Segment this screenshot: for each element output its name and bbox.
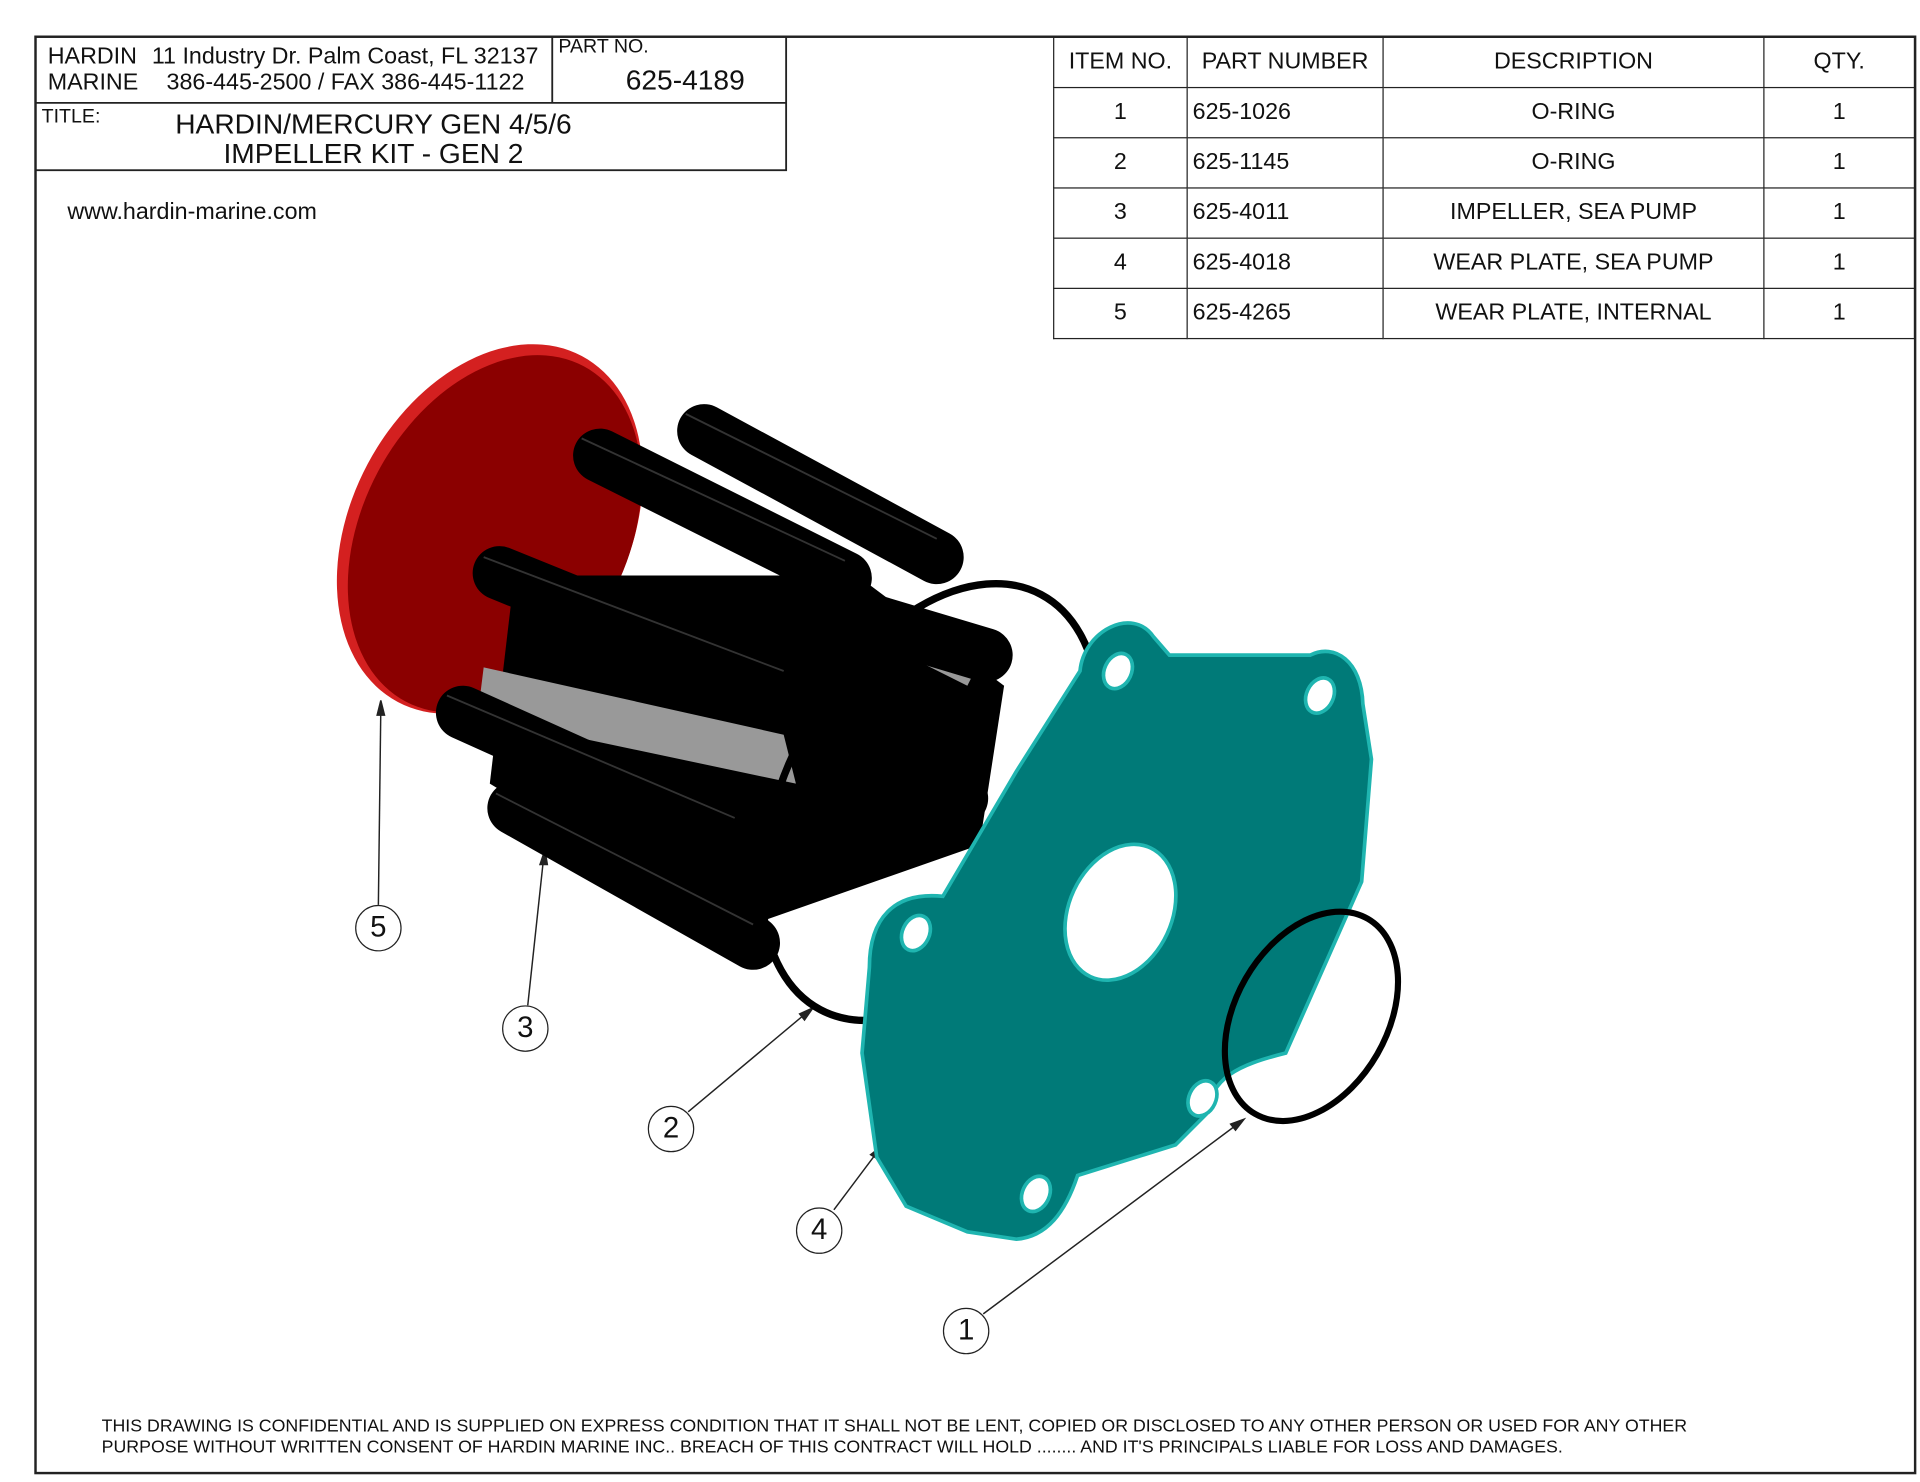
balloon-item-1: 1	[942, 1307, 990, 1355]
part-number: 625-4018	[1186, 237, 1384, 289]
header-part-number: PART NUMBER	[1186, 36, 1384, 89]
header-qty: QTY.	[1763, 36, 1916, 89]
qty: 1	[1763, 86, 1916, 139]
leader-lines	[376, 700, 1247, 1315]
part-number: 625-4189	[625, 63, 745, 96]
header-item-no: ITEM NO.	[1053, 36, 1188, 89]
wear-plate-sea-pump-part	[860, 621, 1374, 1242]
confidentiality-notice-line1: THIS DRAWING IS CONFIDENTIAL AND IS SUPP…	[101, 1416, 1688, 1437]
qty: 1	[1763, 287, 1916, 340]
qty: 1	[1763, 187, 1916, 239]
item-no: 5	[1053, 287, 1188, 340]
balloon-item-3: 3	[502, 1005, 549, 1052]
balloon-item-4: 4	[795, 1207, 843, 1254]
header-description: DESCRIPTION	[1382, 36, 1765, 89]
part-number: 625-1145	[1186, 137, 1384, 189]
drawing-title-line2: IMPELLER KIT - GEN 2	[223, 137, 524, 169]
description: WEAR PLATE, SEA PUMP	[1382, 237, 1765, 289]
website-link[interactable]: www.hardin-marine.com	[67, 199, 317, 226]
description: O-RING	[1382, 86, 1765, 139]
qty: 1	[1763, 137, 1916, 189]
balloon-item-2: 2	[647, 1105, 695, 1153]
part-number: 625-4011	[1186, 187, 1384, 239]
description: IMPELLER, SEA PUMP	[1382, 187, 1765, 239]
part-no-label: PART NO.	[558, 36, 649, 58]
item-no: 4	[1053, 237, 1188, 289]
part-number: 625-4265	[1186, 287, 1384, 340]
company-phone: 386-445-2500 / FAX 386-445-1122	[166, 69, 525, 96]
description: O-RING	[1382, 137, 1765, 189]
item-no: 2	[1053, 137, 1188, 189]
item-no: 3	[1053, 187, 1188, 239]
drawing-title-line1: HARDIN/MERCURY GEN 4/5/6	[175, 107, 572, 140]
company-name-line1: HARDIN	[47, 44, 137, 70]
sheet-border	[34, 35, 1917, 1475]
balloon-item-5: 5	[355, 904, 402, 952]
title-label: TITLE:	[41, 106, 101, 128]
part-number: 625-1026	[1186, 86, 1384, 139]
company-address: 11 Industry Dr. Palm Coast, FL 32137	[151, 44, 539, 70]
table-header-row: ITEM NO. PART NUMBER DESCRIPTION QTY.	[1053, 36, 1916, 89]
description: WEAR PLATE, INTERNAL	[1382, 287, 1765, 340]
company-name-line2: MARINE	[47, 69, 139, 96]
impeller-part	[435, 404, 1013, 970]
item-no: 1	[1053, 86, 1188, 139]
confidentiality-notice-line2: PURPOSE WITHOUT WRITTEN CONSENT OF HARDI…	[101, 1437, 1563, 1458]
o-ring-1-part	[1221, 908, 1402, 1125]
qty: 1	[1763, 237, 1916, 289]
